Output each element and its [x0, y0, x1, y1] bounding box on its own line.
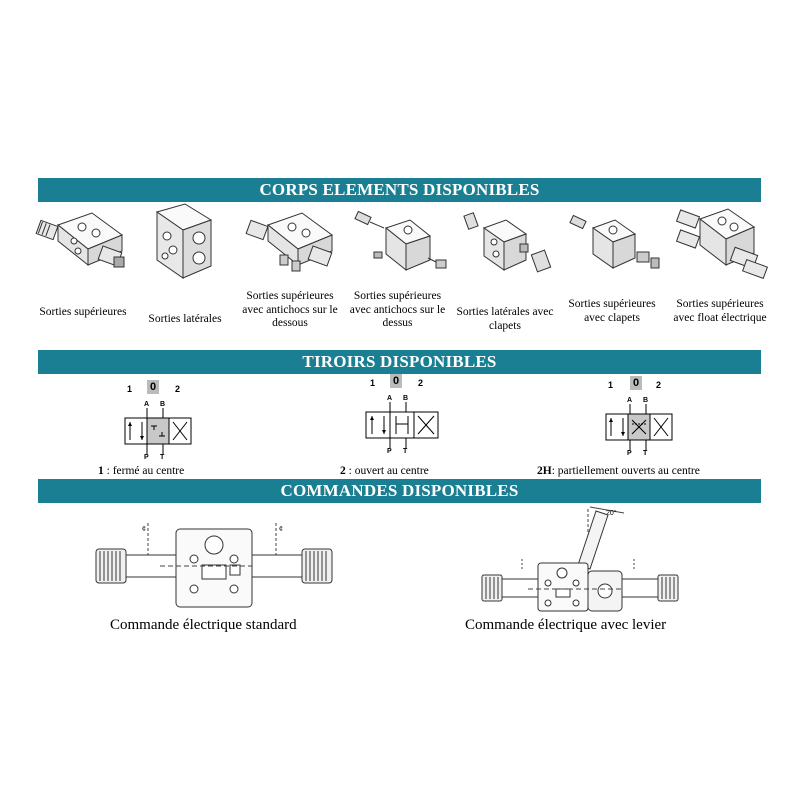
corps-item-label: Sorties latérales — [148, 313, 222, 325]
spool-caption-2: 2 : ouvert au centre — [340, 465, 429, 477]
command-caption-lever: Commande électrique avec levier — [465, 617, 667, 633]
position-label: 1 — [127, 384, 133, 394]
spool-caption-3: 2H: partiellement ouverts au centre — [537, 465, 700, 477]
spool-caption-1: 1 : fermé au centre — [98, 465, 185, 477]
corps-item-label: Sorties supérieures — [39, 306, 127, 318]
port-label: T — [403, 448, 408, 455]
position-label: 1 — [608, 380, 614, 390]
body-side-outlets-image — [155, 203, 213, 279]
spool-diagram-1: 1 0 2 A B P T — [115, 378, 205, 468]
corps-item-label: Sorties supérieures avec antichocs sur l… — [349, 290, 446, 329]
corps-item-label: Sorties supérieures avec antichocs sur l… — [242, 290, 338, 329]
body-top-checkvalve-image — [569, 214, 660, 269]
corps-item-label: Sorties latérales avec clapets — [456, 306, 554, 332]
port-label: A — [144, 401, 150, 408]
body-top-electric-float-image — [675, 208, 769, 280]
spool-symbol-partially-open-center — [605, 404, 673, 450]
command-caption-standard: Commande électrique standard — [110, 617, 297, 633]
body-top-outlets-image — [35, 212, 125, 268]
port-label: B — [403, 395, 409, 402]
position-label: 0 — [630, 376, 643, 390]
corps-item-label: Sorties supérieures avec clapets — [568, 298, 656, 324]
section-header-commandes: COMMANDES DISPONIBLES — [38, 479, 761, 503]
body-top-antishock-exploded-image — [354, 210, 447, 272]
spool-diagram-3: 1 0 2 A B P T — [592, 374, 682, 464]
port-label: A — [387, 395, 393, 402]
port-label: P — [627, 450, 632, 457]
spool-symbol-open-center — [365, 402, 439, 448]
svg-text:¢: ¢ — [279, 526, 283, 533]
svg-text:¢: ¢ — [142, 526, 146, 533]
lever-angle-label: 20° — [606, 509, 617, 517]
port-label: T — [643, 450, 648, 457]
position-label: 2 — [175, 384, 181, 394]
spool-diagram-2: 1 0 2 A B P T — [358, 372, 448, 462]
position-label: 0 — [390, 374, 403, 388]
position-label: 2 — [656, 380, 662, 390]
port-label: B — [643, 397, 649, 404]
section-header-tiroirs: TIROIRS DISPONIBLES — [38, 350, 761, 374]
body-top-antishock-image — [245, 212, 334, 272]
port-label: T — [160, 454, 165, 461]
body-side-checkvalve-image — [463, 212, 552, 273]
electric-command-standard-drawing: ¢ ¢ — [95, 523, 333, 608]
electric-command-lever-drawing: 20° — [481, 506, 679, 612]
port-label: P — [144, 454, 149, 461]
port-label: B — [160, 401, 166, 408]
position-label: 1 — [370, 378, 376, 388]
spool-symbol-closed-center — [124, 408, 192, 454]
port-label: A — [627, 397, 633, 404]
corps-item-label: Sorties supérieures avec float électriqu… — [673, 298, 767, 324]
section-header-corps: CORPS ELEMENTS DISPONIBLES — [38, 178, 761, 202]
position-label: 2 — [418, 378, 424, 388]
position-label: 0 — [147, 380, 160, 394]
port-label: P — [387, 448, 392, 455]
